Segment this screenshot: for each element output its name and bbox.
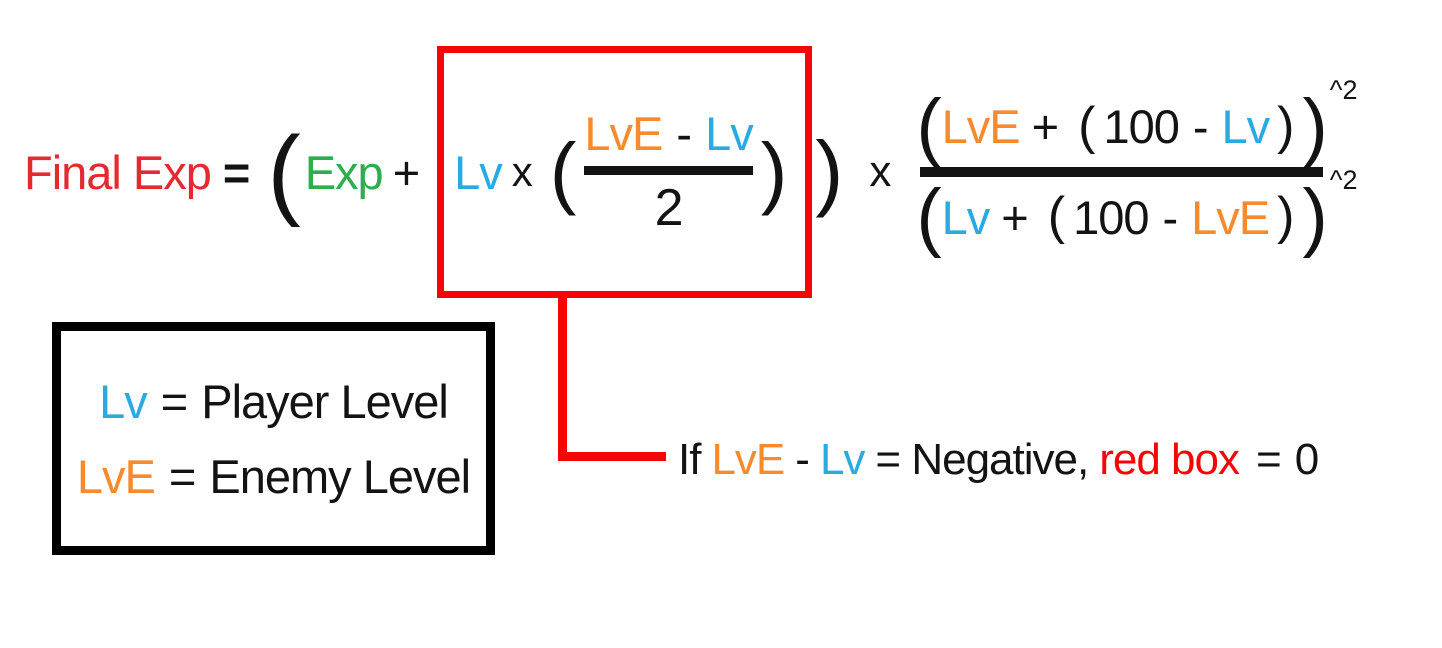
minus-sign: -: [1162, 190, 1179, 244]
open-paren: (: [267, 115, 301, 228]
multiply-sign: x: [511, 148, 533, 195]
constant-100: 100: [1073, 190, 1149, 244]
exp-term: Exp: [304, 145, 384, 199]
open-paren: (: [916, 174, 942, 259]
player-level-term: Lv: [1221, 100, 1271, 154]
equals-sign: =: [160, 374, 188, 428]
fraction-bar: [584, 166, 753, 175]
legend-row: LvE = Enemy Level: [76, 449, 471, 503]
connector-line-horizontal: [558, 452, 666, 461]
exponent-squared: ^2: [1329, 165, 1358, 195]
inner-numerator: LvE - Lv: [584, 107, 754, 160]
highlight-box: Lv x ( LvE - Lv 2 ): [437, 46, 813, 298]
plus-sign: +: [392, 145, 420, 199]
legend-row: Lv = Player Level: [99, 374, 449, 428]
close-paren: ): [1302, 174, 1328, 259]
connector-line-vertical: [558, 297, 567, 461]
legend-definition: Player Level: [201, 374, 449, 428]
legend-box: Lv = Player Level LvE = Enemy Level: [52, 322, 495, 555]
enemy-level-term: LvE: [941, 100, 1021, 154]
inner-fraction: LvE - Lv 2: [584, 107, 754, 237]
open-paren: (: [916, 83, 942, 169]
enemy-level-term: LvE: [76, 449, 156, 503]
condition-text: If LvE - Lv = Negative, red box = 0: [678, 438, 1329, 482]
enemy-level-term: LvE: [584, 107, 663, 160]
plus-sign: +: [1001, 190, 1028, 244]
enemy-level-term: LvE: [711, 435, 785, 484]
enemy-level-term: LvE: [1191, 190, 1270, 244]
equals-sign: =: [222, 145, 250, 199]
fraction-bar: [920, 167, 1324, 177]
open-paren: (: [549, 127, 577, 216]
if-label: If: [678, 435, 701, 484]
main-equation: Final Exp = ( Exp + Lv x ( LvE - Lv 2 ) …: [24, 28, 1438, 316]
zero-value: 0: [1294, 435, 1320, 484]
red-box-label: red box: [1099, 435, 1240, 484]
ratio-denominator: ( Lv + ( 100 - LvE ) ) ^2: [916, 167, 1357, 259]
minus-sign: -: [795, 435, 810, 484]
minus-sign: -: [1192, 100, 1209, 154]
multiply-sign: x: [869, 147, 891, 196]
player-level-term: Lv: [819, 435, 865, 484]
legend-definition: Enemy Level: [209, 449, 471, 503]
player-level-term: Lv: [941, 190, 991, 244]
equals-sign: =: [168, 449, 196, 503]
final-exp-label: Final Exp: [24, 145, 212, 199]
close-paren: ): [1302, 83, 1328, 169]
minus-sign: -: [676, 107, 692, 160]
exponent-squared: ^2: [1329, 74, 1358, 105]
close-paren: ): [815, 124, 844, 219]
close-paren: ): [1277, 187, 1295, 246]
close-paren: ): [1277, 97, 1295, 156]
close-paren: ): [760, 127, 788, 216]
player-level-term: Lv: [705, 107, 754, 160]
equals-sign: =: [1256, 435, 1282, 484]
ratio-numerator: ( LvE + ( 100 - Lv ) ) ^2: [916, 76, 1357, 169]
open-paren: (: [1078, 97, 1096, 156]
open-paren: (: [1047, 187, 1066, 246]
inner-denominator: 2: [654, 179, 684, 237]
player-level-term: Lv: [454, 145, 503, 199]
player-level-term: Lv: [99, 374, 148, 428]
plus-sign: +: [1031, 100, 1059, 154]
equals-negative-label: = Negative,: [875, 435, 1089, 484]
constant-100: 100: [1103, 100, 1179, 154]
ratio-fraction: ( LvE + ( 100 - Lv ) ) ^2 ( Lv + ( 100 -…: [916, 76, 1357, 259]
